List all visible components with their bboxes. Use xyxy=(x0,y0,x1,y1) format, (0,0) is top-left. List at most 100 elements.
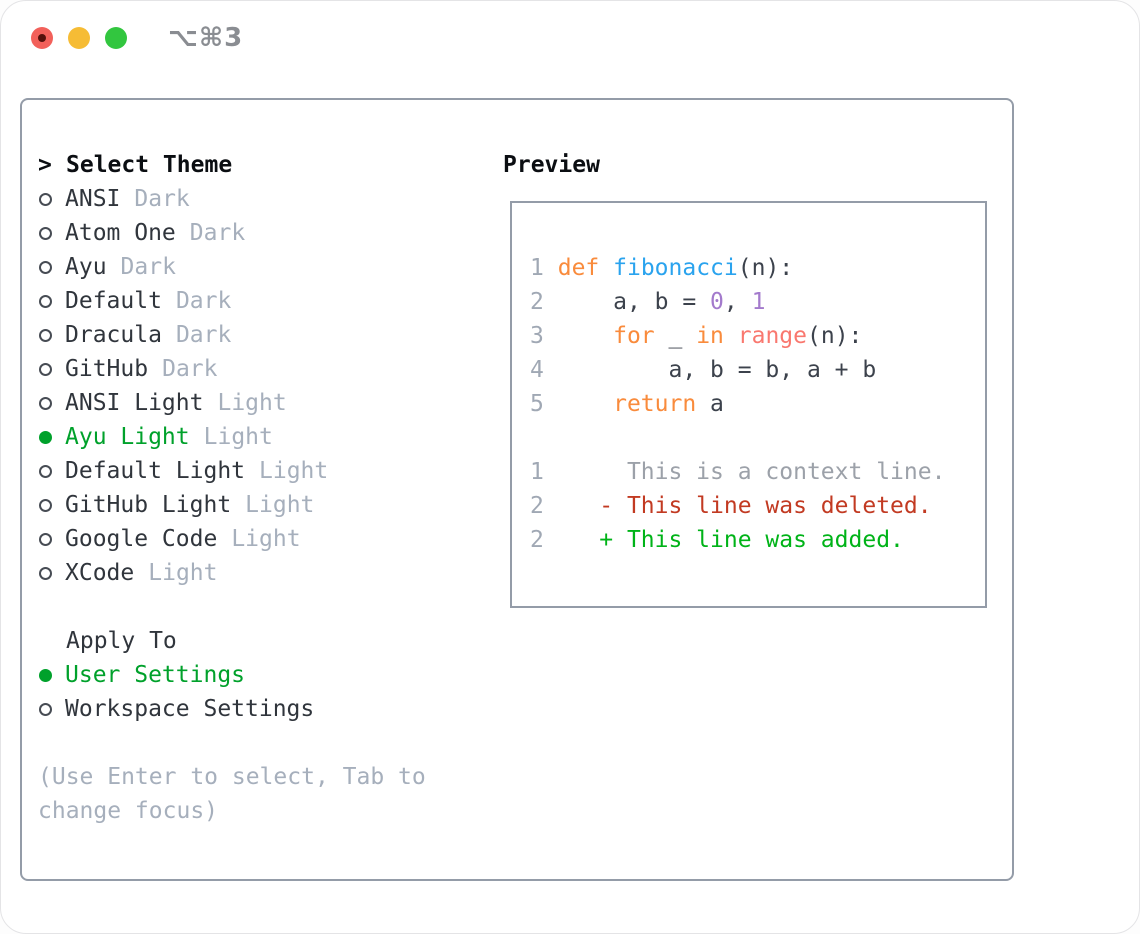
theme-option-default-light-light[interactable]: Default Light Light xyxy=(38,454,426,488)
preview-line: 2 a, b = 0, 1 xyxy=(530,285,985,319)
theme-name: GitHub xyxy=(65,356,149,382)
theme-option-ayu-dark[interactable]: Ayu Dark xyxy=(38,250,426,284)
code-segment-code xyxy=(544,323,613,349)
window-title: ⌥⌘3 xyxy=(168,23,244,53)
theme-name: Atom One xyxy=(65,220,176,246)
theme-variant: Dark xyxy=(134,186,190,212)
code-segment-del: - This line was deleted. xyxy=(543,493,932,519)
radio-circle-icon xyxy=(39,498,52,512)
spacer xyxy=(38,590,426,624)
apply-option-workspace-settings[interactable]: Workspace Settings xyxy=(38,692,426,726)
apply-to-label: Apply To xyxy=(66,628,177,654)
theme-variant: Light xyxy=(148,560,218,586)
preview-line: 4 a, b = b, a + b xyxy=(530,353,985,387)
radio-circle-icon xyxy=(39,532,52,546)
theme-option-github-dark[interactable]: GitHub Dark xyxy=(38,352,426,386)
code-segment-code: a xyxy=(696,391,724,417)
apply-to-header: Apply To xyxy=(38,624,426,658)
radio-selected-icon xyxy=(39,668,52,682)
code-segment-ln: 1 xyxy=(530,459,544,485)
radio-circle-icon xyxy=(39,566,52,580)
theme-variant: Light xyxy=(231,526,301,552)
apply-option-user-settings[interactable]: User Settings xyxy=(38,658,426,692)
help-text-line1: (Use Enter to select, Tab to xyxy=(38,764,426,790)
theme-option-dracula-dark[interactable]: Dracula Dark xyxy=(38,318,426,352)
radio-circle-icon xyxy=(39,328,52,342)
code-segment-code: , xyxy=(723,289,752,315)
theme-name: Default xyxy=(65,288,162,314)
theme-name: XCode xyxy=(65,560,135,586)
code-segment-ln: 3 xyxy=(530,323,544,349)
preview-line: 3 for _ in range(n): xyxy=(530,319,985,353)
code-segment-code xyxy=(724,323,738,349)
theme-variant: Dark xyxy=(189,220,246,246)
code-segment-call: range xyxy=(737,323,808,349)
code-segment-code xyxy=(544,255,558,281)
theme-option-default-dark[interactable]: Default Dark xyxy=(38,284,426,318)
theme-name: GitHub Light xyxy=(65,492,232,518)
theme-variant: Light xyxy=(259,458,329,484)
select-theme-label: Select Theme xyxy=(66,152,233,178)
minimize-button-icon[interactable] xyxy=(68,27,90,49)
theme-name: Ayu xyxy=(65,254,107,280)
chevron-prefix: > xyxy=(38,152,52,178)
code-segment-ln: 2 xyxy=(530,493,544,519)
code-segment-code: (n): xyxy=(737,255,794,281)
theme-variant: Dark xyxy=(120,254,176,280)
close-button-icon[interactable] xyxy=(31,27,53,49)
spacer xyxy=(38,726,426,760)
code-segment-ln: 5 xyxy=(530,391,544,417)
preview-line: 1 This is a context line. xyxy=(530,455,985,489)
theme-option-google-code-light[interactable]: Google Code Light xyxy=(38,522,426,556)
radio-circle-icon xyxy=(39,226,52,240)
code-segment-code xyxy=(599,255,613,281)
code-segment-num: 1 xyxy=(751,289,766,315)
code-segment-code: (n): xyxy=(807,323,863,349)
theme-name: Dracula xyxy=(65,322,162,348)
theme-option-xcode-light[interactable]: XCode Light xyxy=(38,556,426,590)
preview-line: 5 return a xyxy=(530,387,985,421)
preview-line: 2 + This line was added. xyxy=(530,523,985,557)
code-segment-kw: in xyxy=(696,323,724,349)
theme-variant: Light xyxy=(217,390,287,416)
code-segment-ln: 2 xyxy=(530,289,544,315)
theme-name: Google Code xyxy=(65,526,218,552)
code-segment-code: _ xyxy=(654,323,697,349)
zoom-button-icon[interactable] xyxy=(105,27,127,49)
preview-line xyxy=(530,421,985,455)
theme-variant: Dark xyxy=(175,322,232,348)
radio-circle-icon xyxy=(39,362,52,376)
titlebar: ⌥⌘3 xyxy=(1,1,1139,75)
radio-circle-icon xyxy=(39,260,52,274)
code-segment-fn: fibonacci xyxy=(613,255,738,281)
preview-title: Preview xyxy=(503,152,600,178)
code-segment-ln: 1 xyxy=(530,255,544,281)
theme-variant: Light xyxy=(203,424,273,450)
code-segment-num: 0 xyxy=(710,289,724,315)
help-text-line2: change focus) xyxy=(38,798,219,824)
code-segment-add: + This line was added. xyxy=(543,527,904,553)
code-segment-ln: 4 xyxy=(530,357,544,383)
theme-option-atom-one-dark[interactable]: Atom One Dark xyxy=(38,216,426,250)
radio-circle-icon xyxy=(39,294,52,308)
code-segment-kw: def xyxy=(557,255,600,281)
theme-name: Default Light xyxy=(65,458,246,484)
radio-circle-icon xyxy=(39,192,52,206)
theme-variant: Dark xyxy=(162,356,218,382)
theme-variant: Dark xyxy=(175,288,232,314)
select-theme-header: > Select Theme xyxy=(38,148,426,182)
preview-line: 1 def fibonacci(n): xyxy=(530,251,985,285)
code-segment-kw: return xyxy=(613,391,697,417)
code-segment-kw: for xyxy=(613,323,655,349)
code-segment-code: a, b = xyxy=(543,289,711,315)
